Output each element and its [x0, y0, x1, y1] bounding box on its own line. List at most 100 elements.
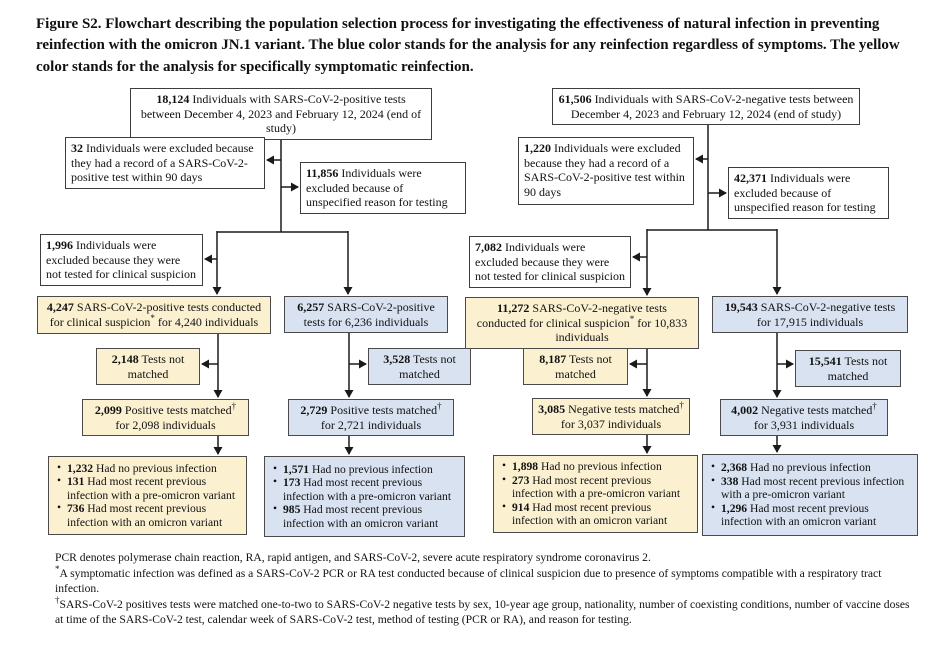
box-text: 2,729 Positive tests matched† for 2,721 …	[294, 402, 448, 432]
list-item: 2,368 Had no previous infection	[707, 460, 911, 475]
box-text: 6,257 SARS-CoV-2-positive tests for 6,23…	[290, 300, 442, 329]
label: Tests not matched	[127, 352, 185, 381]
flow-box-not-matched-4: 15,541 Tests not matched	[795, 350, 901, 388]
list-item: 736 Had most recent previous infection w…	[53, 501, 240, 529]
flow-box-breakdown-2: 1,571 Had no previous infection 173 Had …	[264, 456, 465, 537]
label: Tests not matched	[399, 352, 456, 381]
count: 2,099	[94, 403, 122, 417]
list-item: 1,898 Had no previous infection	[498, 459, 691, 474]
footnote-text: PCR denotes polymerase chain reaction, R…	[55, 551, 651, 564]
label: Positive tests matched	[124, 403, 232, 417]
label: SARS-CoV-2-positive tests for 6,236 indi…	[303, 300, 435, 329]
list-item: 985 Had most recent previous infection w…	[269, 502, 458, 530]
box-text: 7,082 Individuals were excluded because …	[475, 240, 625, 284]
label: Negative tests matched	[568, 402, 680, 416]
label-post: for 3,931 individuals	[753, 417, 855, 432]
count: 131	[67, 475, 85, 489]
label: Had most recent previous infection with …	[283, 476, 452, 503]
flow-box-pos-tests-suspicion: 4,247 SARS-CoV-2-positive tests conducte…	[37, 296, 271, 334]
list-item: 1,296 Had most recent previous infection…	[707, 501, 911, 529]
list-item: 273 Had most recent previous infection w…	[498, 473, 691, 501]
flow-box-not-matched-2: 3,528 Tests not matched	[368, 348, 471, 386]
count: 18,124	[156, 92, 190, 106]
footnote-dagger: †SARS-CoV-2 positives tests were matched…	[55, 594, 919, 628]
count: 3,085	[538, 402, 566, 416]
dagger-marker: †	[231, 401, 237, 411]
list-item: 338 Had most recent previous infection w…	[707, 474, 911, 502]
count: 42,371	[734, 171, 767, 185]
dagger-marker: †	[679, 400, 684, 410]
label: Individuals were excluded because they h…	[524, 141, 685, 199]
flow-box-excluded-unspecified-pos: 11,856 Individuals were excluded because…	[300, 162, 466, 214]
list-item: 173 Had most recent previous infection w…	[269, 475, 458, 503]
flow-box-matched-1: 2,099 Positive tests matched† for 2,098 …	[82, 399, 249, 437]
count: 4,002	[731, 403, 759, 417]
count: 4,247	[46, 300, 74, 315]
box-text: 1,220 Individuals were excluded because …	[524, 141, 688, 200]
label: Had most recent previous infection with …	[721, 501, 877, 529]
label: Had most recent previous infection with …	[67, 502, 223, 529]
box-text: 8,187 Tests not matched	[529, 352, 622, 381]
label: Individuals were excluded because of uns…	[306, 166, 448, 210]
flow-box-matched-2: 2,729 Positive tests matched† for 2,721 …	[288, 399, 454, 437]
flow-box-excluded-90days-pos: 32 Individuals were excluded because the…	[65, 137, 265, 189]
flow-box-excluded-no-suspicion-pos: 1,996 Individuals were excluded because …	[40, 234, 203, 286]
count: 1,296	[721, 501, 748, 515]
label-post: for 2,721 individuals	[320, 417, 422, 432]
flow-box-neg-tests-all: 19,543 SARS-CoV-2-negative tests for 17,…	[712, 296, 908, 334]
asterisk-marker: *	[150, 313, 155, 323]
label: Had most recent previous infection with …	[721, 474, 905, 502]
box-text: 32 Individuals were excluded because the…	[71, 141, 259, 185]
box-text: 18,124 Individuals with SARS-CoV-2-posit…	[136, 92, 426, 136]
flow-box-matched-3: 3,085 Negative tests matched† for 3,037 …	[532, 398, 690, 436]
flow-box-not-matched-3: 8,187 Tests not matched	[523, 348, 628, 386]
label: Had no previous infection	[541, 460, 662, 474]
count: 2,148	[111, 352, 139, 366]
count: 15,541	[808, 354, 842, 368]
flow-box-matched-4: 4,002 Negative tests matched† for 3,931 …	[720, 399, 888, 437]
footnote-text: SARS-CoV-2 positives tests were matched …	[55, 597, 910, 627]
count: 338	[721, 474, 739, 488]
label: SARS-CoV-2-positive tests conducted for …	[49, 300, 262, 329]
label: SARS-CoV-2-negative tests for 17,915 ind…	[756, 300, 896, 329]
label: Tests not matched	[555, 352, 612, 381]
count: 985	[283, 503, 301, 517]
count: 736	[67, 502, 85, 516]
footnote-abbreviations: PCR denotes polymerase chain reaction, R…	[55, 550, 919, 566]
asterisk-marker: *	[629, 313, 635, 324]
label: Individuals were excluded because they w…	[46, 238, 196, 282]
box-text: 3,085 Negative tests matched† for 3,037 …	[538, 400, 684, 431]
label: SARS-CoV-2-negative tests conducted for …	[476, 301, 667, 330]
box-text: 42,371 Individuals were excluded because…	[734, 171, 883, 215]
label: Positive tests matched	[330, 403, 438, 417]
label-post: for 10,833 individuals	[555, 315, 688, 345]
figure-caption: Figure S2. Flowchart describing the popu…	[36, 16, 900, 75]
footnote-marker: *	[55, 563, 60, 574]
label: Had most recent previous infection with …	[512, 500, 668, 528]
label-post: for 3,037 individuals	[560, 416, 662, 431]
label-post: for 2,098 individuals	[115, 417, 216, 432]
flow-box-breakdown-4: 2,368 Had no previous infection 338 Had …	[702, 454, 918, 536]
footnote-marker: †	[55, 594, 60, 605]
count: 7,082	[475, 240, 502, 254]
footnotes: PCR denotes polymerase chain reaction, R…	[55, 550, 919, 628]
label: Individuals with SARS-CoV-2-positive tes…	[140, 92, 422, 136]
box-text: 19,543 SARS-CoV-2-negative tests for 17,…	[718, 300, 902, 329]
list-item: 131 Had most recent previous infection w…	[53, 474, 240, 502]
flow-box-negative-cohort: 61,506 Individuals with SARS-CoV-2-negat…	[552, 88, 860, 126]
label: Individuals were excluded because they h…	[71, 141, 254, 185]
count: 273	[512, 473, 530, 487]
flow-box-breakdown-1: 1,232 Had no previous infection 131 Had …	[48, 456, 247, 535]
label: Had most recent previous infection with …	[67, 475, 236, 502]
count: 11,856	[306, 166, 339, 180]
flow-box-excluded-90days-neg: 1,220 Individuals were excluded because …	[518, 137, 694, 205]
dagger-marker: †	[872, 401, 877, 411]
box-text: 2,148 Tests not matched	[102, 352, 194, 381]
count: 6,257	[297, 300, 325, 314]
label-post: for 4,240 individuals	[157, 315, 259, 329]
count: 3,528	[383, 352, 411, 366]
count: 2,729	[300, 403, 328, 417]
box-text: 11,856 Individuals were excluded because…	[306, 166, 460, 210]
label: Individuals with SARS-CoV-2-negative tes…	[570, 92, 854, 121]
